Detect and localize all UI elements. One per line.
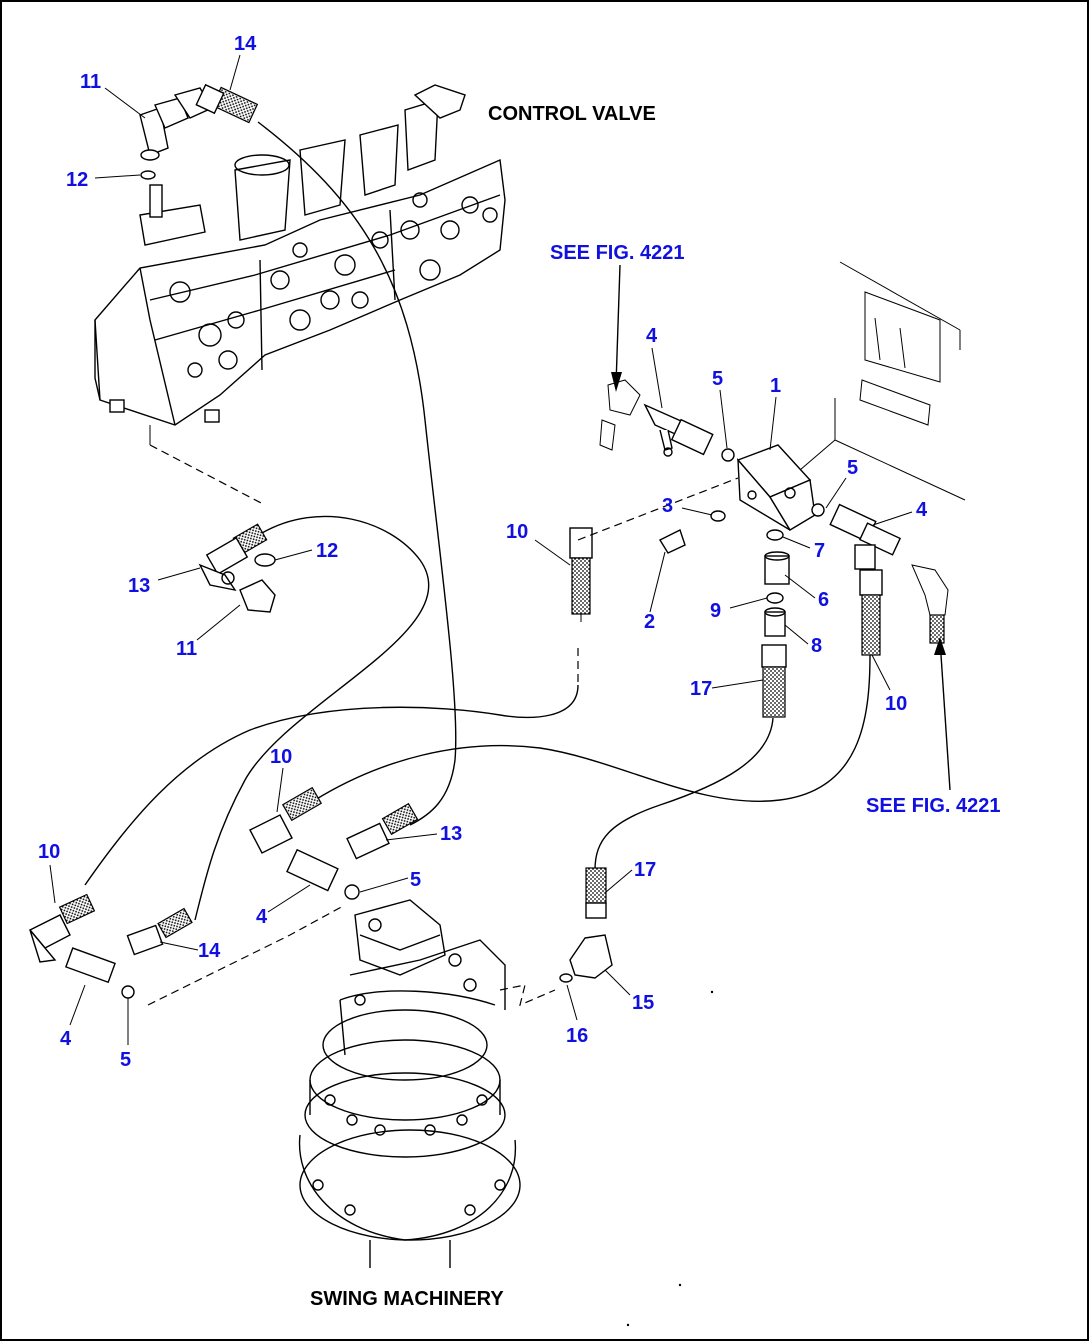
callout-5: 5 — [847, 457, 858, 479]
fittings-lower-right — [559, 867, 613, 983]
callout-7: 7 — [814, 540, 825, 562]
callout-14: 14 — [234, 33, 257, 55]
control-valve-drawing — [94, 84, 506, 445]
callout-10: 10 — [506, 521, 528, 543]
callout-8: 8 — [811, 635, 822, 657]
swing-machinery-label: SWING MACHINERY — [310, 1288, 504, 1310]
callout-2: 2 — [644, 611, 655, 633]
callout-12: 12 — [316, 540, 338, 562]
leader-line — [577, 477, 739, 541]
callout-leaders — [49, 54, 951, 1045]
callout-9: 9 — [710, 600, 721, 622]
bolt-2-and-washer-3 — [649, 510, 726, 613]
control-valve-label: CONTROL VALVE — [488, 103, 656, 125]
hose-10-mid — [569, 527, 593, 622]
fitting-4-top — [599, 379, 714, 457]
hose-10-right — [859, 569, 883, 656]
see-fig-right-label: SEE FIG. 4221 — [866, 795, 1001, 817]
speck — [678, 1283, 682, 1287]
callout-13: 13 — [440, 823, 462, 845]
speck — [626, 1323, 630, 1327]
callout-5: 5 — [712, 368, 723, 390]
o-ring-5-top — [721, 448, 735, 462]
leader-line — [499, 984, 556, 1007]
callout-17: 17 — [634, 859, 656, 881]
callout-11: 11 — [176, 638, 197, 660]
fittings-lower-center — [249, 786, 419, 900]
callout-6: 6 — [818, 589, 829, 611]
speck — [710, 990, 714, 994]
callout-1: 1 — [770, 375, 781, 397]
callout-4: 4 — [646, 325, 658, 347]
callout-5: 5 — [410, 869, 421, 891]
block-1-drawing — [736, 444, 816, 531]
see-fig-top-label: SEE FIG. 4221 — [550, 242, 685, 264]
callout-3: 3 — [662, 495, 673, 517]
fittings-11-12-14-top — [139, 83, 259, 180]
fittings-13-12-11-mid — [198, 523, 276, 613]
leader-line — [149, 444, 266, 506]
background-structure — [799, 261, 966, 501]
fittings-lower-left — [28, 893, 193, 999]
callout-15: 15 — [632, 992, 654, 1014]
callout-12: 12 — [66, 169, 88, 191]
swing-machinery-drawing — [298, 899, 521, 1268]
hose-routing — [84, 121, 871, 921]
fitting-4-right — [811, 503, 949, 644]
callout-10: 10 — [885, 693, 907, 715]
adapter-stack — [761, 529, 790, 718]
callout-4: 4 — [256, 906, 268, 928]
callout-13: 13 — [128, 575, 150, 597]
callout-10: 10 — [270, 746, 292, 768]
callout-16: 16 — [566, 1025, 588, 1047]
leader-line — [147, 904, 346, 1006]
callout-4: 4 — [60, 1028, 72, 1050]
callout-4: 4 — [916, 499, 928, 521]
callout-17: 17 — [690, 678, 712, 700]
callout-5: 5 — [120, 1049, 131, 1071]
callout-10: 10 — [38, 841, 60, 863]
callout-11: 11 — [80, 71, 101, 93]
callout-14: 14 — [198, 940, 221, 962]
